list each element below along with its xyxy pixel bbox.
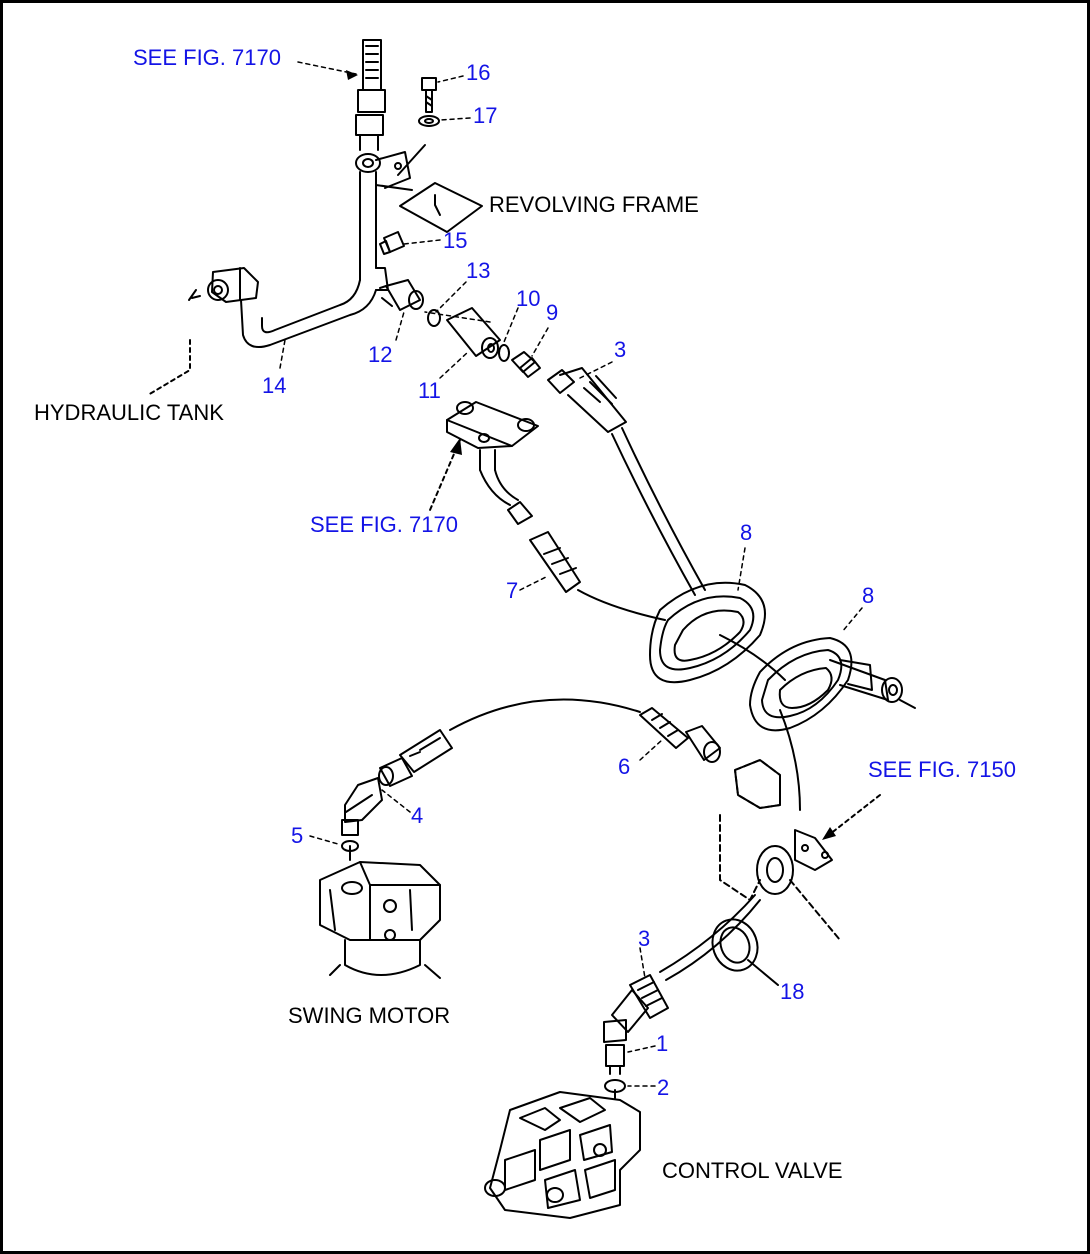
swivel-joint-body bbox=[734, 759, 833, 895]
reference-labels: SEE FIG. 7170 SEE FIG. 7170 SEE FIG. 715… bbox=[133, 45, 1016, 782]
caption-hydraulic-tank: HYDRAULIC TANK bbox=[34, 400, 224, 425]
fitting-1 bbox=[603, 1019, 627, 1075]
elbow-4 bbox=[341, 777, 383, 836]
part-number-9: 9 bbox=[546, 300, 558, 325]
elbow-fitting-14 bbox=[188, 267, 259, 303]
o-ring-13 bbox=[427, 309, 441, 327]
part-number-8-left: 8 bbox=[740, 520, 752, 545]
part-number-10: 10 bbox=[516, 286, 540, 311]
clamp-bracket bbox=[375, 144, 426, 189]
part-number-8-right: 8 bbox=[862, 583, 874, 608]
part-number-2: 2 bbox=[657, 1075, 669, 1100]
swivel-block-fig-7170 bbox=[446, 401, 539, 506]
washer-17 bbox=[418, 115, 440, 127]
plug-15 bbox=[379, 231, 405, 255]
hose-lines-between-bands bbox=[719, 634, 801, 811]
top-pipe-from-fig-7170 bbox=[355, 39, 386, 151]
arrowheads bbox=[346, 70, 836, 840]
caption-labels: REVOLVING FRAME HYDRAULIC TANK SWING MOT… bbox=[34, 192, 843, 1183]
part-number-labels: 16 17 15 13 10 9 3 12 11 14 8 8 7 6 4 5 … bbox=[262, 60, 874, 1100]
bolt-16 bbox=[421, 77, 437, 113]
control-valve-body bbox=[484, 1089, 641, 1219]
connector-11 bbox=[446, 307, 501, 359]
part-number-6: 6 bbox=[618, 754, 630, 779]
part-number-3-upper: 3 bbox=[614, 337, 626, 362]
part-number-17: 17 bbox=[473, 103, 497, 128]
adapter-12 bbox=[379, 279, 424, 311]
caption-revolving-frame: REVOLVING FRAME bbox=[489, 192, 699, 217]
part-number-5: 5 bbox=[291, 823, 303, 848]
ref-fig-7170-middle: SEE FIG. 7170 bbox=[310, 512, 458, 537]
o-ring-10 bbox=[498, 344, 510, 362]
seal-18 bbox=[711, 918, 759, 972]
part-number-7: 7 bbox=[506, 578, 518, 603]
part-number-11: 11 bbox=[418, 378, 441, 403]
ref-fig-7170-top: SEE FIG. 7170 bbox=[133, 45, 281, 70]
caption-swing-motor: SWING MOTOR bbox=[288, 1003, 450, 1028]
ref-fig-7150: SEE FIG. 7150 bbox=[868, 757, 1016, 782]
caption-control-valve: CONTROL VALVE bbox=[662, 1158, 843, 1183]
hydraulic-tank-leader bbox=[147, 339, 191, 396]
part-number-15: 15 bbox=[443, 228, 467, 253]
leader-lines bbox=[279, 61, 863, 1087]
tee-pipe-14 bbox=[240, 153, 389, 348]
revolving-frame-plate bbox=[375, 182, 483, 233]
band-8-left bbox=[649, 581, 766, 684]
part-number-18: 18 bbox=[780, 979, 804, 1004]
hose-7 bbox=[507, 501, 666, 621]
swing-motor-body bbox=[319, 845, 441, 979]
fitting-9 bbox=[511, 351, 541, 378]
part-number-12: 12 bbox=[368, 342, 392, 367]
hose-4 bbox=[378, 729, 453, 787]
leader-18 bbox=[747, 959, 779, 986]
part-number-4: 4 bbox=[411, 803, 423, 828]
hose-6 bbox=[449, 698, 721, 763]
part-number-3-lower: 3 bbox=[638, 926, 650, 951]
part-number-16: 16 bbox=[466, 60, 490, 85]
hose-3-upper bbox=[547, 367, 706, 596]
hose-3-lower bbox=[611, 894, 761, 1033]
part-number-13: 13 bbox=[466, 258, 490, 283]
part-number-1: 1 bbox=[656, 1031, 668, 1056]
band-8-right bbox=[749, 637, 916, 732]
part-number-14: 14 bbox=[262, 373, 286, 398]
